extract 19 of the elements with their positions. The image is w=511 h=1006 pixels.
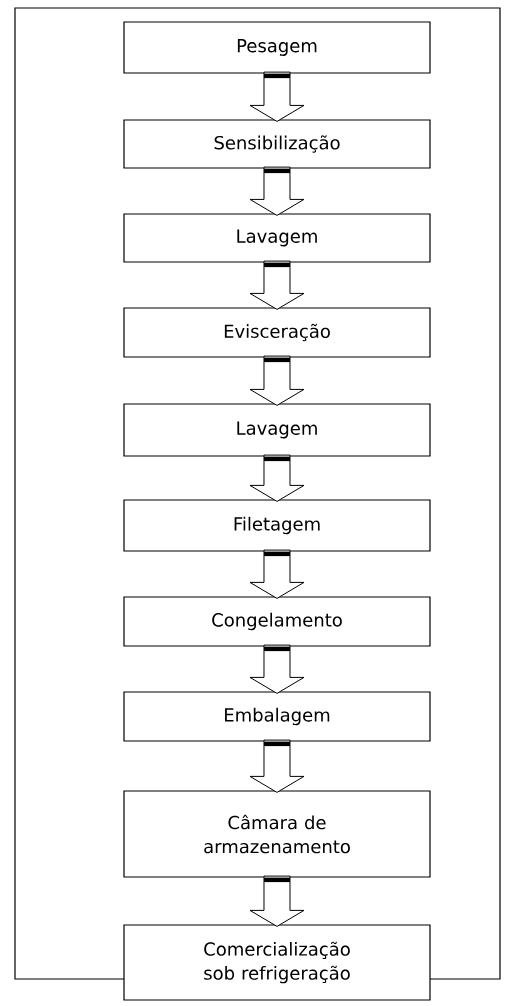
block-arrow [249, 454, 305, 502]
block-arrow [249, 260, 305, 310]
process-box: Lavagem [123, 403, 431, 457]
block-arrow [249, 875, 305, 927]
block-arrow [249, 739, 305, 793]
block-arrow [249, 549, 305, 599]
block-arrow [249, 355, 305, 406]
block-arrow [249, 166, 305, 216]
process-box: Embalagem [123, 691, 431, 742]
process-box: Filetagem [123, 499, 431, 552]
process-box: Lavagem [123, 213, 431, 263]
block-arrow [249, 644, 305, 694]
process-box: Pesagem [123, 21, 431, 74]
process-box: Evisceração [123, 307, 431, 358]
block-arrow [249, 71, 305, 122]
process-box: Comercialização sob refrigeração [123, 924, 431, 1001]
process-box: Câmara de armazenamento [123, 790, 431, 878]
process-box: Congelamento [123, 596, 431, 647]
process-box: Sensibilização [123, 119, 431, 169]
